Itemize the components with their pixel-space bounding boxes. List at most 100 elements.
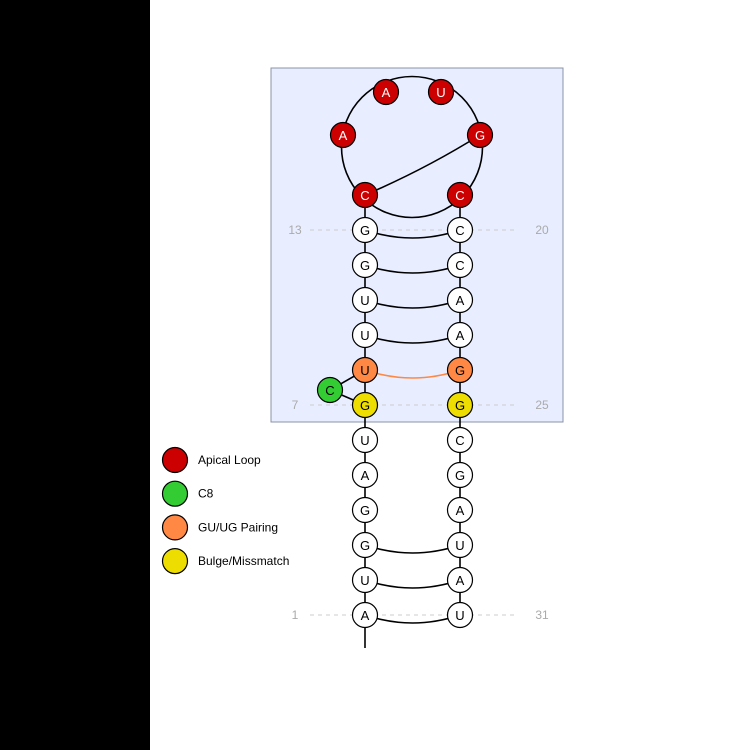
nucleotide-U31: U	[446, 601, 474, 629]
nucleotide-label: G	[455, 468, 465, 483]
nucleotide-C26: C	[446, 426, 474, 454]
nucleotide-circle	[446, 496, 474, 524]
nucleotide-label: G	[360, 258, 370, 273]
nucleotide-circle	[351, 356, 379, 384]
nucleotide-label: A	[456, 503, 465, 518]
nucleotide-label: C	[455, 223, 464, 238]
nucleotide-circle	[446, 251, 474, 279]
nucleotide-G4: G	[351, 496, 379, 524]
legend-label: GU/UG Pairing	[198, 520, 278, 534]
legend-label: C8	[198, 487, 214, 501]
nucleotide-circle	[446, 286, 474, 314]
nucleotide-circle	[351, 566, 379, 594]
nucleotide-label: G	[360, 538, 370, 553]
nucleotide-circle	[351, 426, 379, 454]
nucleotide-G18: G	[466, 121, 494, 149]
nucleotide-label: C	[325, 383, 334, 398]
nucleotide-label: U	[436, 85, 445, 100]
nucleotide-U9: U	[351, 356, 379, 384]
nucleotide-circle	[446, 181, 474, 209]
nucleotide-label: A	[339, 128, 348, 143]
nucleotide-A1: A	[351, 601, 379, 629]
nucleotide-G25: G	[446, 391, 474, 419]
nucleotide-circle	[446, 601, 474, 629]
position-number: 25	[535, 398, 549, 412]
nucleotide-G13: G	[351, 216, 379, 244]
nucleotide-circle	[446, 461, 474, 489]
nucleotide-label: A	[361, 468, 370, 483]
nucleotide-circle	[372, 78, 400, 106]
nucleotide-G7: G	[351, 391, 379, 419]
nucleotide-circle	[446, 566, 474, 594]
nucleotide-label: A	[361, 608, 370, 623]
nucleotide-label: A	[456, 293, 465, 308]
nucleotide-circle	[351, 496, 379, 524]
nucleotide-circle	[351, 601, 379, 629]
nucleotide-A23: A	[446, 321, 474, 349]
position-number: 31	[535, 608, 549, 622]
nucleotide-circle	[351, 251, 379, 279]
nucleotide-A28: A	[446, 496, 474, 524]
base-pair-U2-A30	[364, 579, 461, 589]
nucleotide-U11: U	[351, 286, 379, 314]
nucleotide-U6: U	[351, 426, 379, 454]
nucleotide-U17: U	[427, 78, 455, 106]
nucleotide-A16: A	[372, 78, 400, 106]
nucleotide-A22: A	[446, 286, 474, 314]
nucleotide-circle	[446, 321, 474, 349]
nucleotide-label: A	[382, 85, 391, 100]
nucleotide-G12: G	[351, 251, 379, 279]
position-number: 20	[535, 223, 549, 237]
nucleotide-circle	[427, 78, 455, 106]
nucleotide-circle	[329, 121, 357, 149]
nucleotide-label: U	[455, 608, 464, 623]
nucleotide-label: G	[455, 363, 465, 378]
legend-item: C8	[161, 480, 214, 507]
nucleotide-label: A	[456, 573, 465, 588]
nucleotide-circle	[446, 356, 474, 384]
nucleotide-label: C	[455, 433, 464, 448]
nucleotide-A15: A	[329, 121, 357, 149]
base-pair-A1-U31	[364, 614, 461, 624]
nucleotide-C19: C	[446, 181, 474, 209]
legend-label: Bulge/Missmatch	[198, 554, 289, 568]
nucleotide-label: G	[360, 223, 370, 238]
nucleotide-circle	[446, 531, 474, 559]
nucleotide-label: A	[456, 328, 465, 343]
legend-label: Apical Loop	[198, 453, 261, 467]
position-number: 13	[288, 223, 302, 237]
nucleotide-circle	[351, 391, 379, 419]
nucleotide-circle	[446, 216, 474, 244]
nucleotide-circle	[351, 461, 379, 489]
nucleotide-label: C	[455, 258, 464, 273]
base-pair-G3-U29	[364, 544, 461, 554]
nucleotide-G27: G	[446, 461, 474, 489]
nucleotide-U2: U	[351, 566, 379, 594]
nucleotide-label: G	[360, 398, 370, 413]
nucleotide-C21: C	[446, 251, 474, 279]
nucleotide-circle	[351, 181, 379, 209]
legend-item: Bulge/Missmatch	[161, 547, 289, 575]
nucleotide-A5: A	[351, 461, 379, 489]
nucleotide-circle	[351, 216, 379, 244]
nucleotide-circle	[351, 321, 379, 349]
legend-swatch	[161, 547, 189, 575]
nucleotide-label: G	[360, 503, 370, 518]
nucleotide-label: C	[455, 188, 464, 203]
left-black-bar	[0, 0, 150, 750]
legend-swatch	[161, 480, 189, 507]
nucleotide-label: U	[360, 328, 369, 343]
legend-item: GU/UG Pairing	[161, 514, 278, 541]
legend-item: Apical Loop	[161, 446, 261, 474]
nucleotide-label: G	[475, 128, 485, 143]
nucleotide-label: C	[360, 188, 369, 203]
position-number: 7	[292, 398, 299, 412]
nucleotide-C8: C	[316, 376, 344, 404]
nucleotide-label: U	[455, 538, 464, 553]
nucleotide-circle	[316, 376, 344, 404]
nucleotide-G24: G	[446, 356, 474, 384]
nucleotide-label: U	[360, 433, 369, 448]
